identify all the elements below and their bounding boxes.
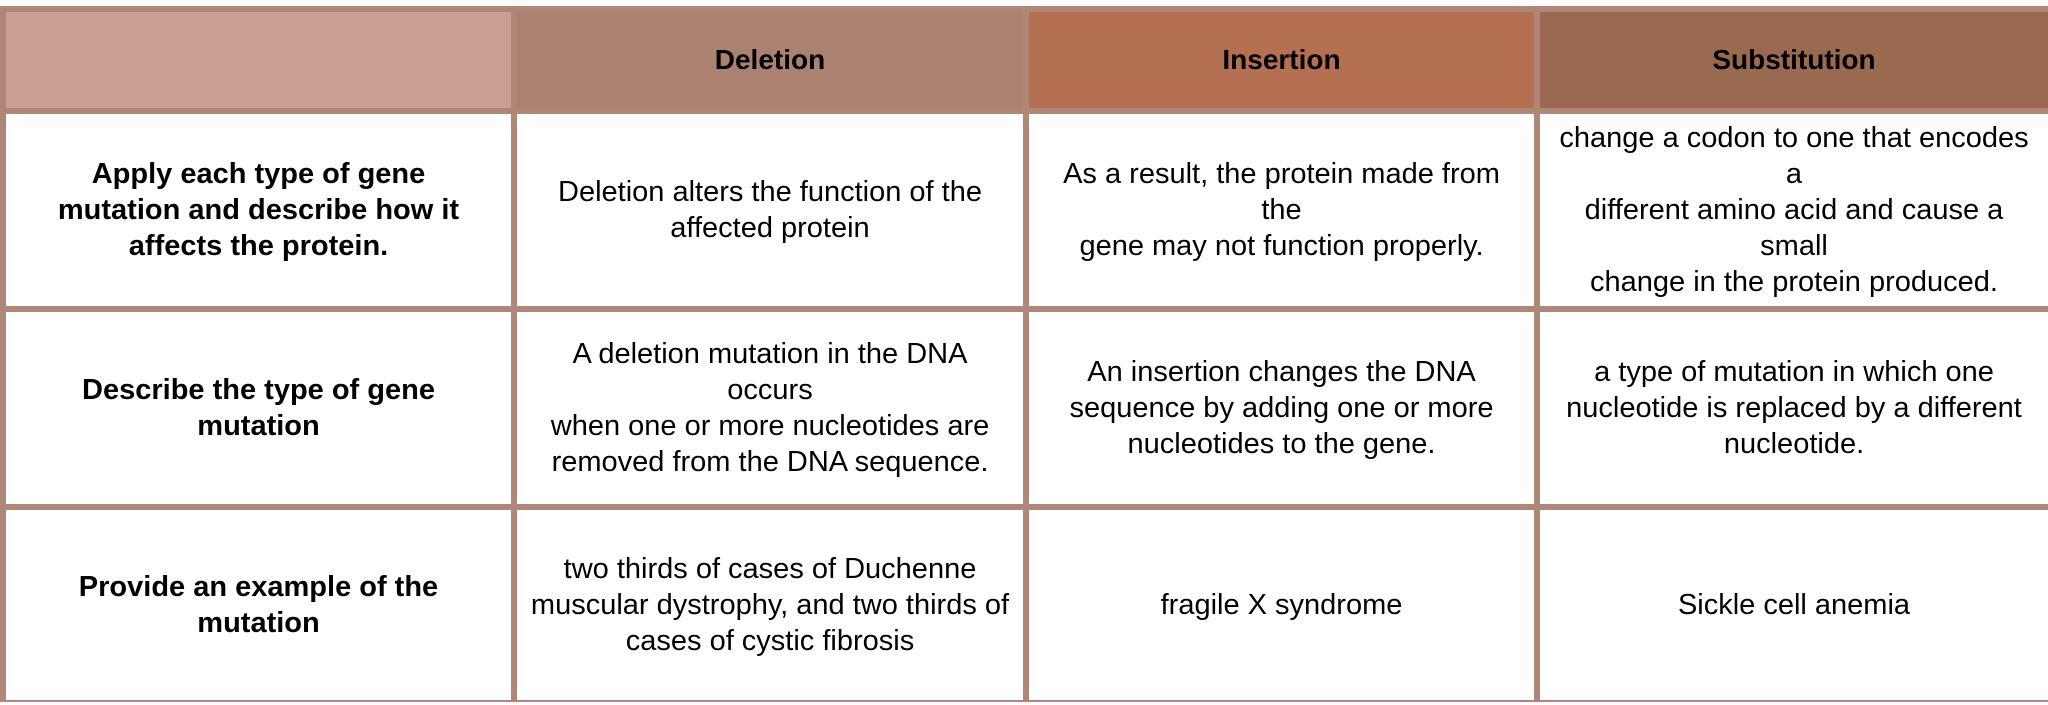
header-cell-insertion: Insertion [1029, 12, 1534, 108]
cell-text: Deletion alters the function of the affe… [558, 176, 982, 244]
mutation-table: Deletion Insertion Substitution Apply ea… [0, 6, 2048, 702]
cell-text: a type of mutation in which one nucleoti… [1566, 356, 2022, 460]
table-cell: a type of mutation in which one nucleoti… [1540, 312, 2048, 504]
header-label-insertion: Insertion [1222, 44, 1341, 75]
cell-text: fragile X syndrome [1160, 589, 1403, 621]
row-header-example: Provide an example of the mutation [6, 510, 511, 700]
header-cell-substitution: Substitution [1540, 12, 2048, 108]
header-label-deletion: Deletion [714, 44, 826, 75]
cell-text: An insertion changes the DNA sequence by… [1069, 356, 1494, 460]
table-cell: change a codon to one that encodes a dif… [1540, 114, 2048, 306]
row-header-label: Describe the type of gene mutation [82, 374, 435, 442]
table-cell: Deletion alters the function of the affe… [517, 114, 1023, 306]
table-cell: As a result, the protein made from the g… [1029, 114, 1534, 306]
row-header-effect: Apply each type of gene mutation and des… [6, 114, 511, 306]
row-header-description: Describe the type of gene mutation [6, 312, 511, 504]
row-header-label: Provide an example of the mutation [78, 571, 439, 639]
header-cell-blank [6, 12, 511, 108]
table-cell: Sickle cell anemia [1540, 510, 2048, 700]
table-cell: fragile X syndrome [1029, 510, 1534, 700]
cell-text: change a codon to one that encodes a dif… [1559, 122, 2029, 298]
cell-text: A deletion mutation in the DNA occurs wh… [550, 338, 990, 478]
header-cell-deletion: Deletion [517, 12, 1023, 108]
cell-text: Sickle cell anemia [1677, 589, 1911, 621]
table-cell: An insertion changes the DNA sequence by… [1029, 312, 1534, 504]
cell-text: two thirds of cases of Duchenne muscular… [530, 553, 1010, 657]
cell-text: As a result, the protein made from the g… [1063, 158, 1500, 262]
header-label-substitution: Substitution [1712, 44, 1876, 75]
table-cell: A deletion mutation in the DNA occurs wh… [517, 312, 1023, 504]
table-cell: two thirds of cases of Duchenne muscular… [517, 510, 1023, 700]
row-header-label: Apply each type of gene mutation and des… [57, 158, 460, 262]
